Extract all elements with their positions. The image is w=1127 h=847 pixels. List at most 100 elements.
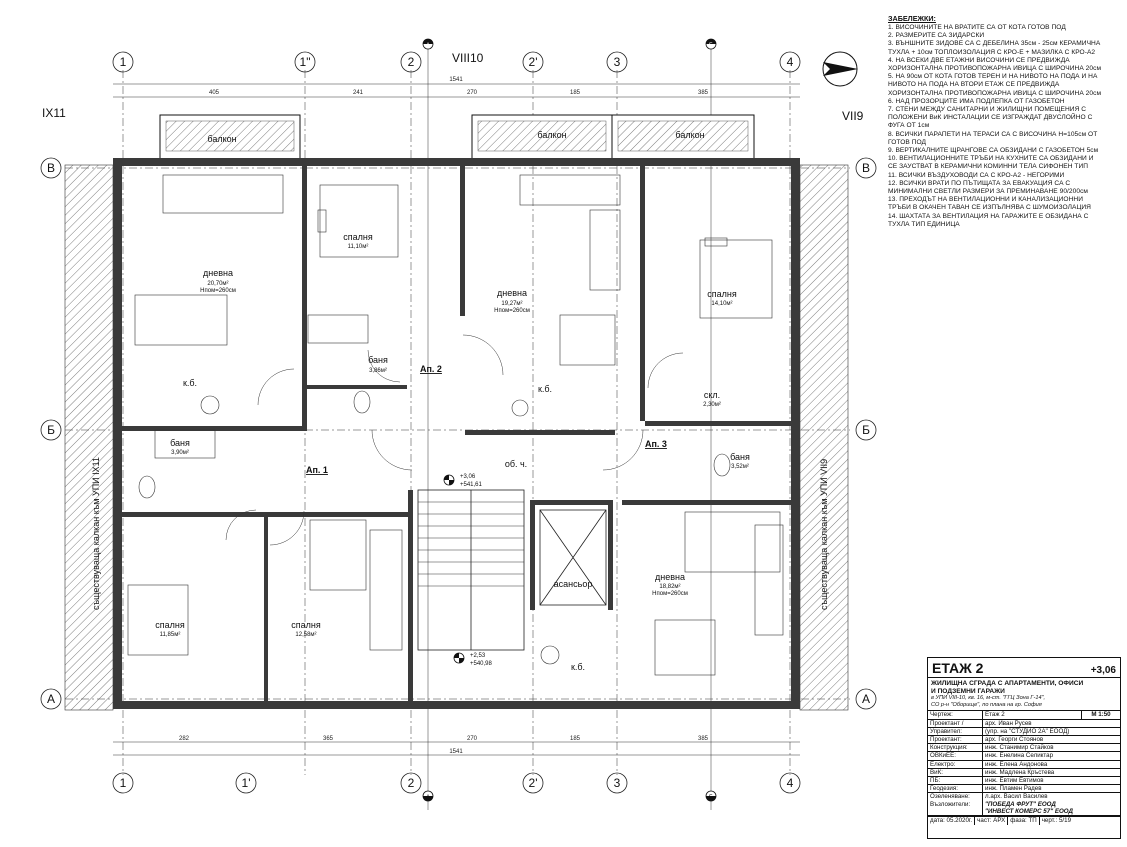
floor-title: ЕТАЖ 2 <box>932 660 984 676</box>
designer-role: ПБ: <box>928 777 983 785</box>
dimension-chain-bottom: 282 365 270 185 385 1541 <box>113 736 800 756</box>
designer-row: ВиК:инж. Мадлена Кръстева <box>928 768 1120 777</box>
note-item: 4. НА ВСЕКИ ДВЕ ЕТАЖНИ ВИСОЧИНИ СЕ ПРЕДВ… <box>888 56 1070 64</box>
note-item: 13. ПРЕХОДЪТ НА ВЕНТИЛАЦИОННИ И КАНАЛИЗА… <box>888 196 1083 204</box>
staircase <box>417 489 525 651</box>
designer-role: Управител: <box>928 727 983 735</box>
note-item: ГОТОВ ПОД <box>888 138 927 146</box>
svg-text:+2,53: +2,53 <box>470 653 486 659</box>
room-area: 11,85м² <box>160 632 181 638</box>
svg-text:241: 241 <box>353 90 364 96</box>
axis-bubble-bottom-1p: 1' <box>235 772 257 794</box>
note-item: 7. СТЕНИ МЕЖДУ САНИТАРНИ И ЖИЛИЩНИ ПОМЕЩ… <box>888 106 1087 114</box>
svg-text:B: B <box>862 161 870 175</box>
scale: М 1:50 <box>1081 711 1120 719</box>
note-item: 2. РАЗМЕРИТЕ СА ЗИДАРСКИ <box>888 32 985 40</box>
designer-name: инж. Станимир Стайков <box>985 744 1054 752</box>
section-marker-b-bottom: Б <box>705 790 717 802</box>
axis-bubble-top-3: 3 <box>606 51 628 73</box>
designer-role: Озеленяване: <box>928 793 983 801</box>
plot-label-ix: IX11 <box>42 106 66 120</box>
designer-row: ПБ:инж. Евтим Евтимов <box>928 777 1120 786</box>
svg-text:1': 1' <box>242 776 251 790</box>
room-height: Hпом=260см <box>494 308 530 314</box>
designer-role: Геодезия: <box>928 785 983 793</box>
designer-role: Електро: <box>928 760 983 768</box>
axis-bubble-bottom-4: 4 <box>779 772 801 794</box>
svg-text:+3,06: +3,06 <box>460 474 476 480</box>
note-item: 12. ВСИЧКИ ВРАТИ ПО ПЪТИЩАТА ЗА ЕВАКУАЦИ… <box>888 179 1071 187</box>
designer-row: ОВКиЕЕ:инж. Енелина Селиктар <box>928 752 1120 761</box>
apartment-labels: Ап. 1 Ап. 2 Ап. 3 <box>306 364 667 475</box>
section-marker-a-top: А <box>422 38 434 50</box>
room-area: 3,86м² <box>369 368 387 374</box>
note-item: НИВОТО НА ПОДА НА ВТОРИ ЕТАЖ СЕ ПРЕДВИЖД… <box>888 81 1060 89</box>
room-name: баня <box>730 452 750 462</box>
project-line: И ПОДЗЕМНИ ГАРАЖИ <box>931 687 1005 695</box>
axis-bubble-left-B: B <box>40 157 62 179</box>
apartment-label: Ап. 2 <box>420 364 442 374</box>
doors <box>225 334 684 546</box>
designer-name: арх. Иван Русев <box>985 719 1032 727</box>
drawing-phase: фаза: ТП <box>1008 817 1040 825</box>
svg-text:балкон: балкон <box>675 130 704 140</box>
svg-text:1: 1 <box>120 55 127 69</box>
room-name: спалня <box>707 289 737 299</box>
svg-text:2: 2 <box>408 776 415 790</box>
svg-text:185: 185 <box>570 90 581 96</box>
notes-list: 1. ВИСОЧИНИТЕ НА ВРАТИТЕ СА ОТ КОТА ГОТО… <box>888 24 1120 229</box>
svg-text:съществуваща калкан към УПИ VI: съществуваща калкан към УПИ VII9 <box>819 459 829 610</box>
room-height: Hпом=260см <box>200 288 236 294</box>
project-description: ЖИЛИЩНА СГРАДА С АПАРТАМЕНТИ, ОФИСИ И ПО… <box>928 678 1120 712</box>
svg-text:Б: Б <box>709 43 713 49</box>
kitchen-label: к.б. <box>538 384 552 394</box>
note-item: ТУХЛА ТИП ЕДИНИЦА <box>888 220 960 228</box>
designer-role: ВиК: <box>928 768 983 776</box>
note-item: 9. ВЕРТИКАЛНИТЕ ЩРАНГОВЕ СА ОБЗИДАНИ С Г… <box>888 147 1099 155</box>
plot-label-viii: VIII10 <box>452 51 484 65</box>
svg-text:3: 3 <box>614 776 621 790</box>
designer-name: инж. Евтим Евтимов <box>985 777 1044 784</box>
room-name: баня <box>170 438 190 448</box>
level-marker-stair: +2,53 +540,98 <box>453 652 493 667</box>
svg-text:2': 2' <box>529 776 538 790</box>
note-item: ТРЪБИ В ОКАЧЕН ТАВАН СЕ ИЗПЪЛНЯВА С ШУМО… <box>888 204 1091 212</box>
title-block-footer: дата: 05.2020г. част: АРХ фаза: ТП черт.… <box>928 816 1120 825</box>
room-area: 11,10м² <box>348 244 369 250</box>
kitchen-label: к.б. <box>571 662 585 672</box>
svg-text:185: 185 <box>570 736 581 742</box>
drawing-date: дата: 05.2020г. <box>928 817 976 825</box>
investor-name: "ПОБЕДА ФРУТ" ЕООД <box>985 800 1056 808</box>
designer-name: инж. Елена Андонова <box>985 760 1048 768</box>
room-labels: дневна 20,70м² Hпом=260см спалня 11,10м²… <box>155 232 750 672</box>
room-name: спалня <box>343 232 373 242</box>
svg-text:2': 2' <box>529 55 538 69</box>
balcony-center: балкон <box>471 114 613 160</box>
dimension-chain-top: 405 241 270 185 385 1541 <box>113 77 800 98</box>
note-item: СЕ ЗАУСТВАТ В КЕРАМИЧНИ КОМИННИ ТЕЛА СИФ… <box>888 163 1089 171</box>
note-item: 11. ВСИЧКИ ВЪЗДУХОВОДИ СА С КРО-А2 - НЕГ… <box>888 171 1065 179</box>
room-area: 12,58м² <box>295 632 316 638</box>
room-area: 3,52м² <box>731 464 749 470</box>
title-block: ЕТАЖ 2 +3,06 ЖИЛИЩНА СГРАДА С АПАРТАМЕНТ… <box>927 657 1121 839</box>
axis-bubble-right-Б: Б <box>855 419 877 441</box>
svg-text:1: 1 <box>120 776 127 790</box>
room-area: 19,27м² <box>501 301 522 307</box>
sheet-row: Чертеж: Етаж 2 М 1:50 <box>928 711 1120 720</box>
room-name: дневна <box>655 572 685 582</box>
room-area: 14,10м² <box>711 301 732 307</box>
axis-bubble-right-А: А <box>855 688 877 710</box>
note-item: МИНИМАЛНИ СВЕТЛИ РАЗМЕРИ ЗА ПРЕМИНАВАНЕ … <box>888 188 1088 196</box>
svg-text:Б: Б <box>47 423 55 437</box>
note-item: 1. ВИСОЧИНИТЕ НА ВРАТИТЕ СА ОТ КОТА ГОТО… <box>888 24 1066 31</box>
apartment-label: Ап. 1 <box>306 465 328 475</box>
svg-text:385: 385 <box>698 90 709 96</box>
note-item: ХОРИЗОНТАЛНА ПРОТИВОПОЖАРНА ИВИЦА С ШИРО… <box>888 65 1102 73</box>
room-height: Hпом=260см <box>652 591 688 597</box>
room-name: дневна <box>203 268 233 278</box>
plot-label-vii: VII9 <box>842 109 864 123</box>
note-item: ТУХЛА + 10см ТОПЛОИЗОЛАЦИЯ С КРО-Е + МАЗ… <box>888 48 1096 56</box>
svg-text:балкон: балкон <box>537 130 566 140</box>
room-name: спалня <box>291 620 321 630</box>
investor-row: Възложители: "ПОБЕДА ФРУТ" ЕООД "ИНВЕСТ … <box>928 800 1120 817</box>
